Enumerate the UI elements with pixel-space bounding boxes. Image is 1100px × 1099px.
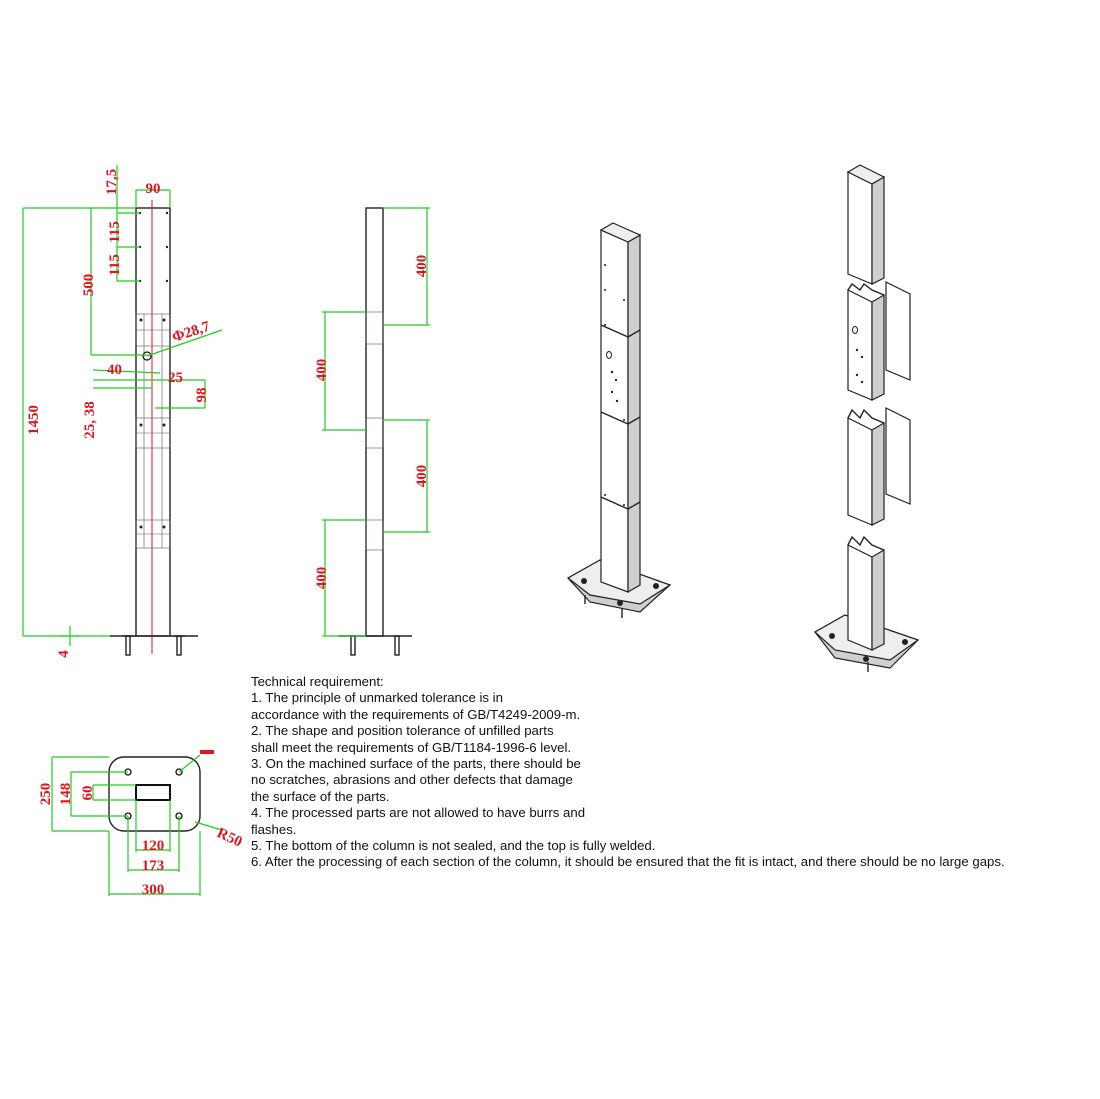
dim-plate-width: 300	[142, 882, 165, 898]
plate-outline	[108, 756, 201, 832]
note-line: 6. After the processing of each section …	[251, 854, 1005, 870]
column-front-face	[600, 229, 629, 593]
column-outline	[365, 207, 384, 637]
dim-overall-height: 1450	[26, 405, 42, 435]
dim-hole-diameter: Φ28,7	[170, 318, 212, 345]
note-line: shall meet the requirements of GB/T1184-…	[251, 739, 572, 755]
dim-slot-width: 120	[142, 838, 165, 854]
note-line: the surface of the parts.	[251, 788, 390, 804]
dim-corner-radius: R50	[214, 825, 244, 850]
dim-hole-spacing-1: 115	[107, 221, 123, 243]
dimension-lines	[322, 207, 430, 637]
note-line: 5. The bottom of the column is not seale…	[251, 838, 656, 854]
panel-joints	[135, 313, 171, 549]
dim-mid-left: 400	[314, 359, 330, 382]
notes-title: Technical requirement:	[251, 674, 384, 689]
dim-offset-25-38: 25, 38	[82, 401, 98, 439]
front-view: 1450 500 115 115 17,5 90 Φ28,7 40 25 98 …	[22, 165, 223, 658]
anchor-bolts	[122, 635, 185, 656]
bolt-holes	[138, 211, 169, 529]
dim-top-right: 400	[414, 255, 430, 278]
dim-plate-height: 250	[38, 783, 54, 806]
note-line: no scratches, abrasions and other defect…	[251, 772, 573, 788]
note-line: 3. On the machined surface of the parts,…	[251, 756, 581, 772]
note-line: flashes.	[251, 821, 297, 837]
cable-hole	[142, 351, 152, 361]
dim-top-offset: 17,5	[104, 169, 120, 195]
base-plate-plan-view: 250 148 60 120 173 300 R50	[38, 750, 244, 898]
note-line: 4. The processed parts are not allowed t…	[251, 805, 586, 821]
hole-callout-mark	[200, 750, 214, 754]
dim-hole-spacing-h: 173	[142, 858, 165, 874]
side-view: 400 400 400 400	[314, 207, 430, 656]
dim-offset-25: 25	[168, 370, 183, 386]
cable-slot	[135, 784, 171, 801]
isometric-exploded-view	[813, 164, 920, 672]
technical-requirements: Technical requirement: 1. The principle …	[251, 674, 1005, 871]
dim-width: 90	[146, 181, 161, 197]
dim-bottom-left: 400	[314, 567, 330, 590]
dim-hole-spacing-v: 148	[58, 783, 74, 806]
dimension-lines	[22, 165, 223, 646]
note-line: 2. The shape and position tolerance of u…	[251, 723, 554, 739]
dim-upper-section: 500	[81, 274, 97, 297]
isometric-assembled-view	[566, 222, 672, 618]
column-outline	[135, 207, 171, 637]
dim-hole-spacing-2: 115	[107, 254, 123, 276]
dim-base-thickness: 4	[56, 650, 72, 658]
dim-slot-height: 60	[80, 786, 96, 801]
dim-mid-right: 400	[414, 465, 430, 488]
dim-offset-98: 98	[194, 388, 210, 403]
note-line: accordance with the requirements of GB/T…	[251, 706, 581, 722]
dim-offset-40: 40	[107, 362, 122, 378]
note-line: 1. The principle of unmarked tolerance i…	[251, 690, 503, 706]
